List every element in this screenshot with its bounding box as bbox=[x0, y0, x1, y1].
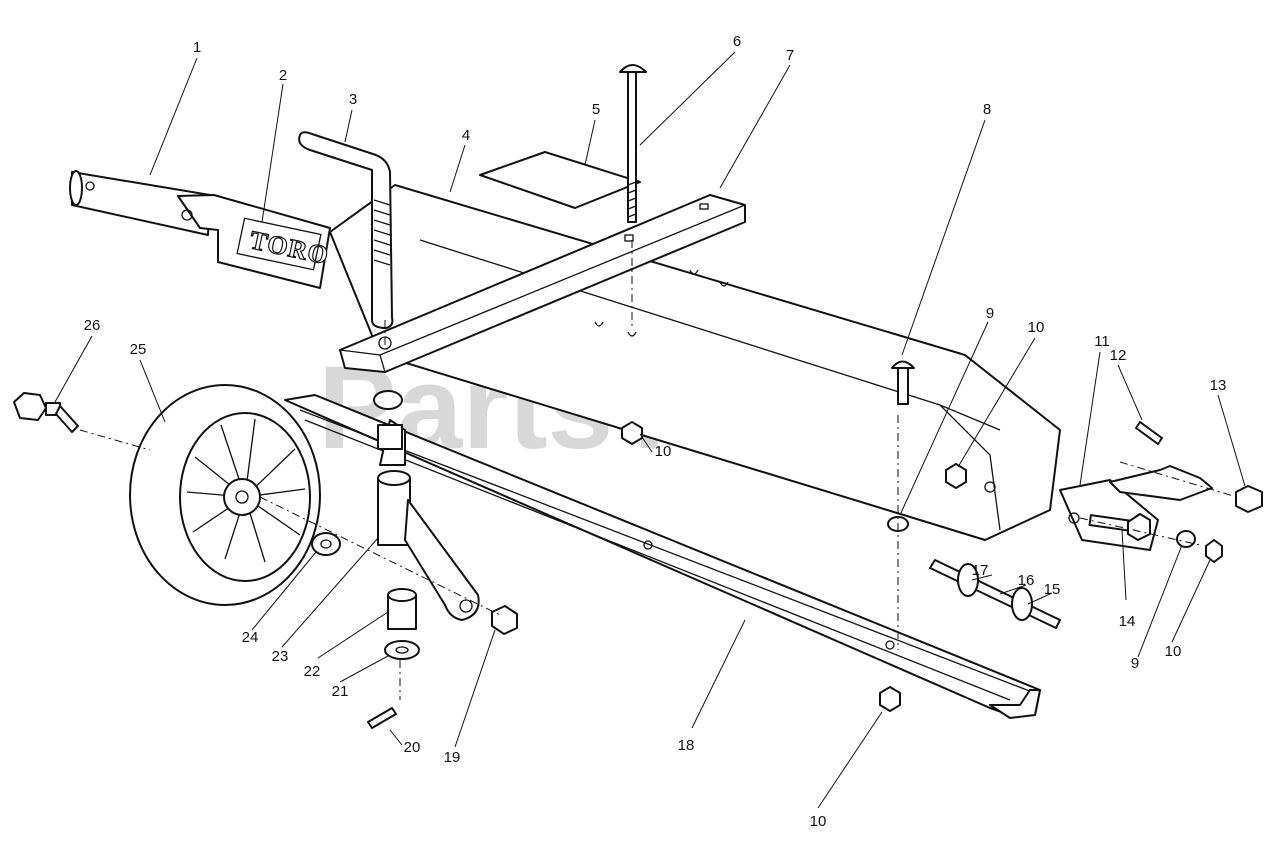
callout-9-right: 9 bbox=[1131, 655, 1139, 672]
part-wheel[interactable] bbox=[129, 384, 321, 606]
callout-12: 12 bbox=[1110, 347, 1127, 364]
part-bottom-washer[interactable] bbox=[384, 640, 420, 660]
callout-19: 19 bbox=[444, 749, 461, 766]
callout-26: 26 bbox=[84, 317, 101, 334]
callout-10-bottom: 10 bbox=[810, 813, 827, 830]
callout-14: 14 bbox=[1119, 613, 1136, 630]
part-bushing[interactable] bbox=[387, 588, 417, 630]
part-shoulder-bolt[interactable] bbox=[13, 392, 79, 433]
callout-2: 2 bbox=[279, 67, 287, 84]
callout-8: 8 bbox=[983, 101, 991, 118]
callout-9: 9 bbox=[986, 305, 994, 322]
part-decal[interactable] bbox=[479, 151, 641, 209]
callout-24: 24 bbox=[242, 629, 259, 646]
callout-7: 7 bbox=[786, 47, 794, 64]
part-lower-channel[interactable] bbox=[284, 394, 1041, 719]
callout-16: 16 bbox=[1018, 572, 1035, 589]
part-nut-deck[interactable] bbox=[945, 463, 967, 489]
part-flange-nut[interactable] bbox=[1235, 485, 1263, 513]
callout-6: 6 bbox=[733, 33, 741, 50]
callout-3: 3 bbox=[349, 91, 357, 108]
callout-4: 4 bbox=[462, 127, 470, 144]
part-cotter-pin-upper[interactable] bbox=[1135, 421, 1163, 445]
part-l-pin[interactable] bbox=[298, 131, 394, 329]
part-spring-17 bbox=[957, 563, 979, 597]
callout-20: 20 bbox=[404, 739, 421, 756]
part-spring-15 bbox=[1011, 587, 1033, 621]
part-carriage-bolt[interactable] bbox=[891, 360, 915, 405]
callout-23: 23 bbox=[272, 648, 289, 665]
callout-13: 13 bbox=[1210, 377, 1227, 394]
callout-15: 15 bbox=[1044, 581, 1061, 598]
part-deck-plate[interactable] bbox=[329, 184, 1061, 541]
callout-10-right: 10 bbox=[1165, 643, 1182, 660]
part-spring-rod[interactable] bbox=[929, 559, 1061, 629]
callout-21: 21 bbox=[332, 683, 349, 700]
part-nut-bottom[interactable] bbox=[879, 686, 901, 712]
callout-22: 22 bbox=[304, 663, 321, 680]
part-nut-right[interactable] bbox=[1205, 539, 1223, 563]
part-pin-washer[interactable] bbox=[373, 390, 403, 410]
part-washer-right[interactable] bbox=[1176, 530, 1196, 548]
callout-18: 18 bbox=[678, 737, 695, 754]
callout-25: 25 bbox=[130, 341, 147, 358]
callout-11: 11 bbox=[1094, 333, 1110, 350]
callout-17: 17 bbox=[972, 562, 989, 579]
part-height-bracket[interactable] bbox=[1109, 465, 1213, 501]
part-cotter-pin-lower[interactable] bbox=[367, 707, 397, 729]
part-long-bolt[interactable] bbox=[619, 64, 647, 223]
part-bracket[interactable]: TORO bbox=[177, 194, 332, 289]
part-handle-tube[interactable] bbox=[69, 170, 211, 236]
callout-10: 10 bbox=[1028, 319, 1045, 336]
callout-5: 5 bbox=[592, 101, 600, 118]
callout-10-center: 10 bbox=[655, 443, 672, 460]
part-nut-center[interactable] bbox=[621, 421, 643, 445]
part-wheel-washer[interactable] bbox=[311, 532, 341, 556]
part-cross-channel[interactable] bbox=[339, 194, 746, 373]
part-pin-spacer[interactable] bbox=[377, 424, 403, 450]
callout-1: 1 bbox=[193, 39, 201, 56]
part-nut-arm[interactable] bbox=[491, 605, 518, 635]
